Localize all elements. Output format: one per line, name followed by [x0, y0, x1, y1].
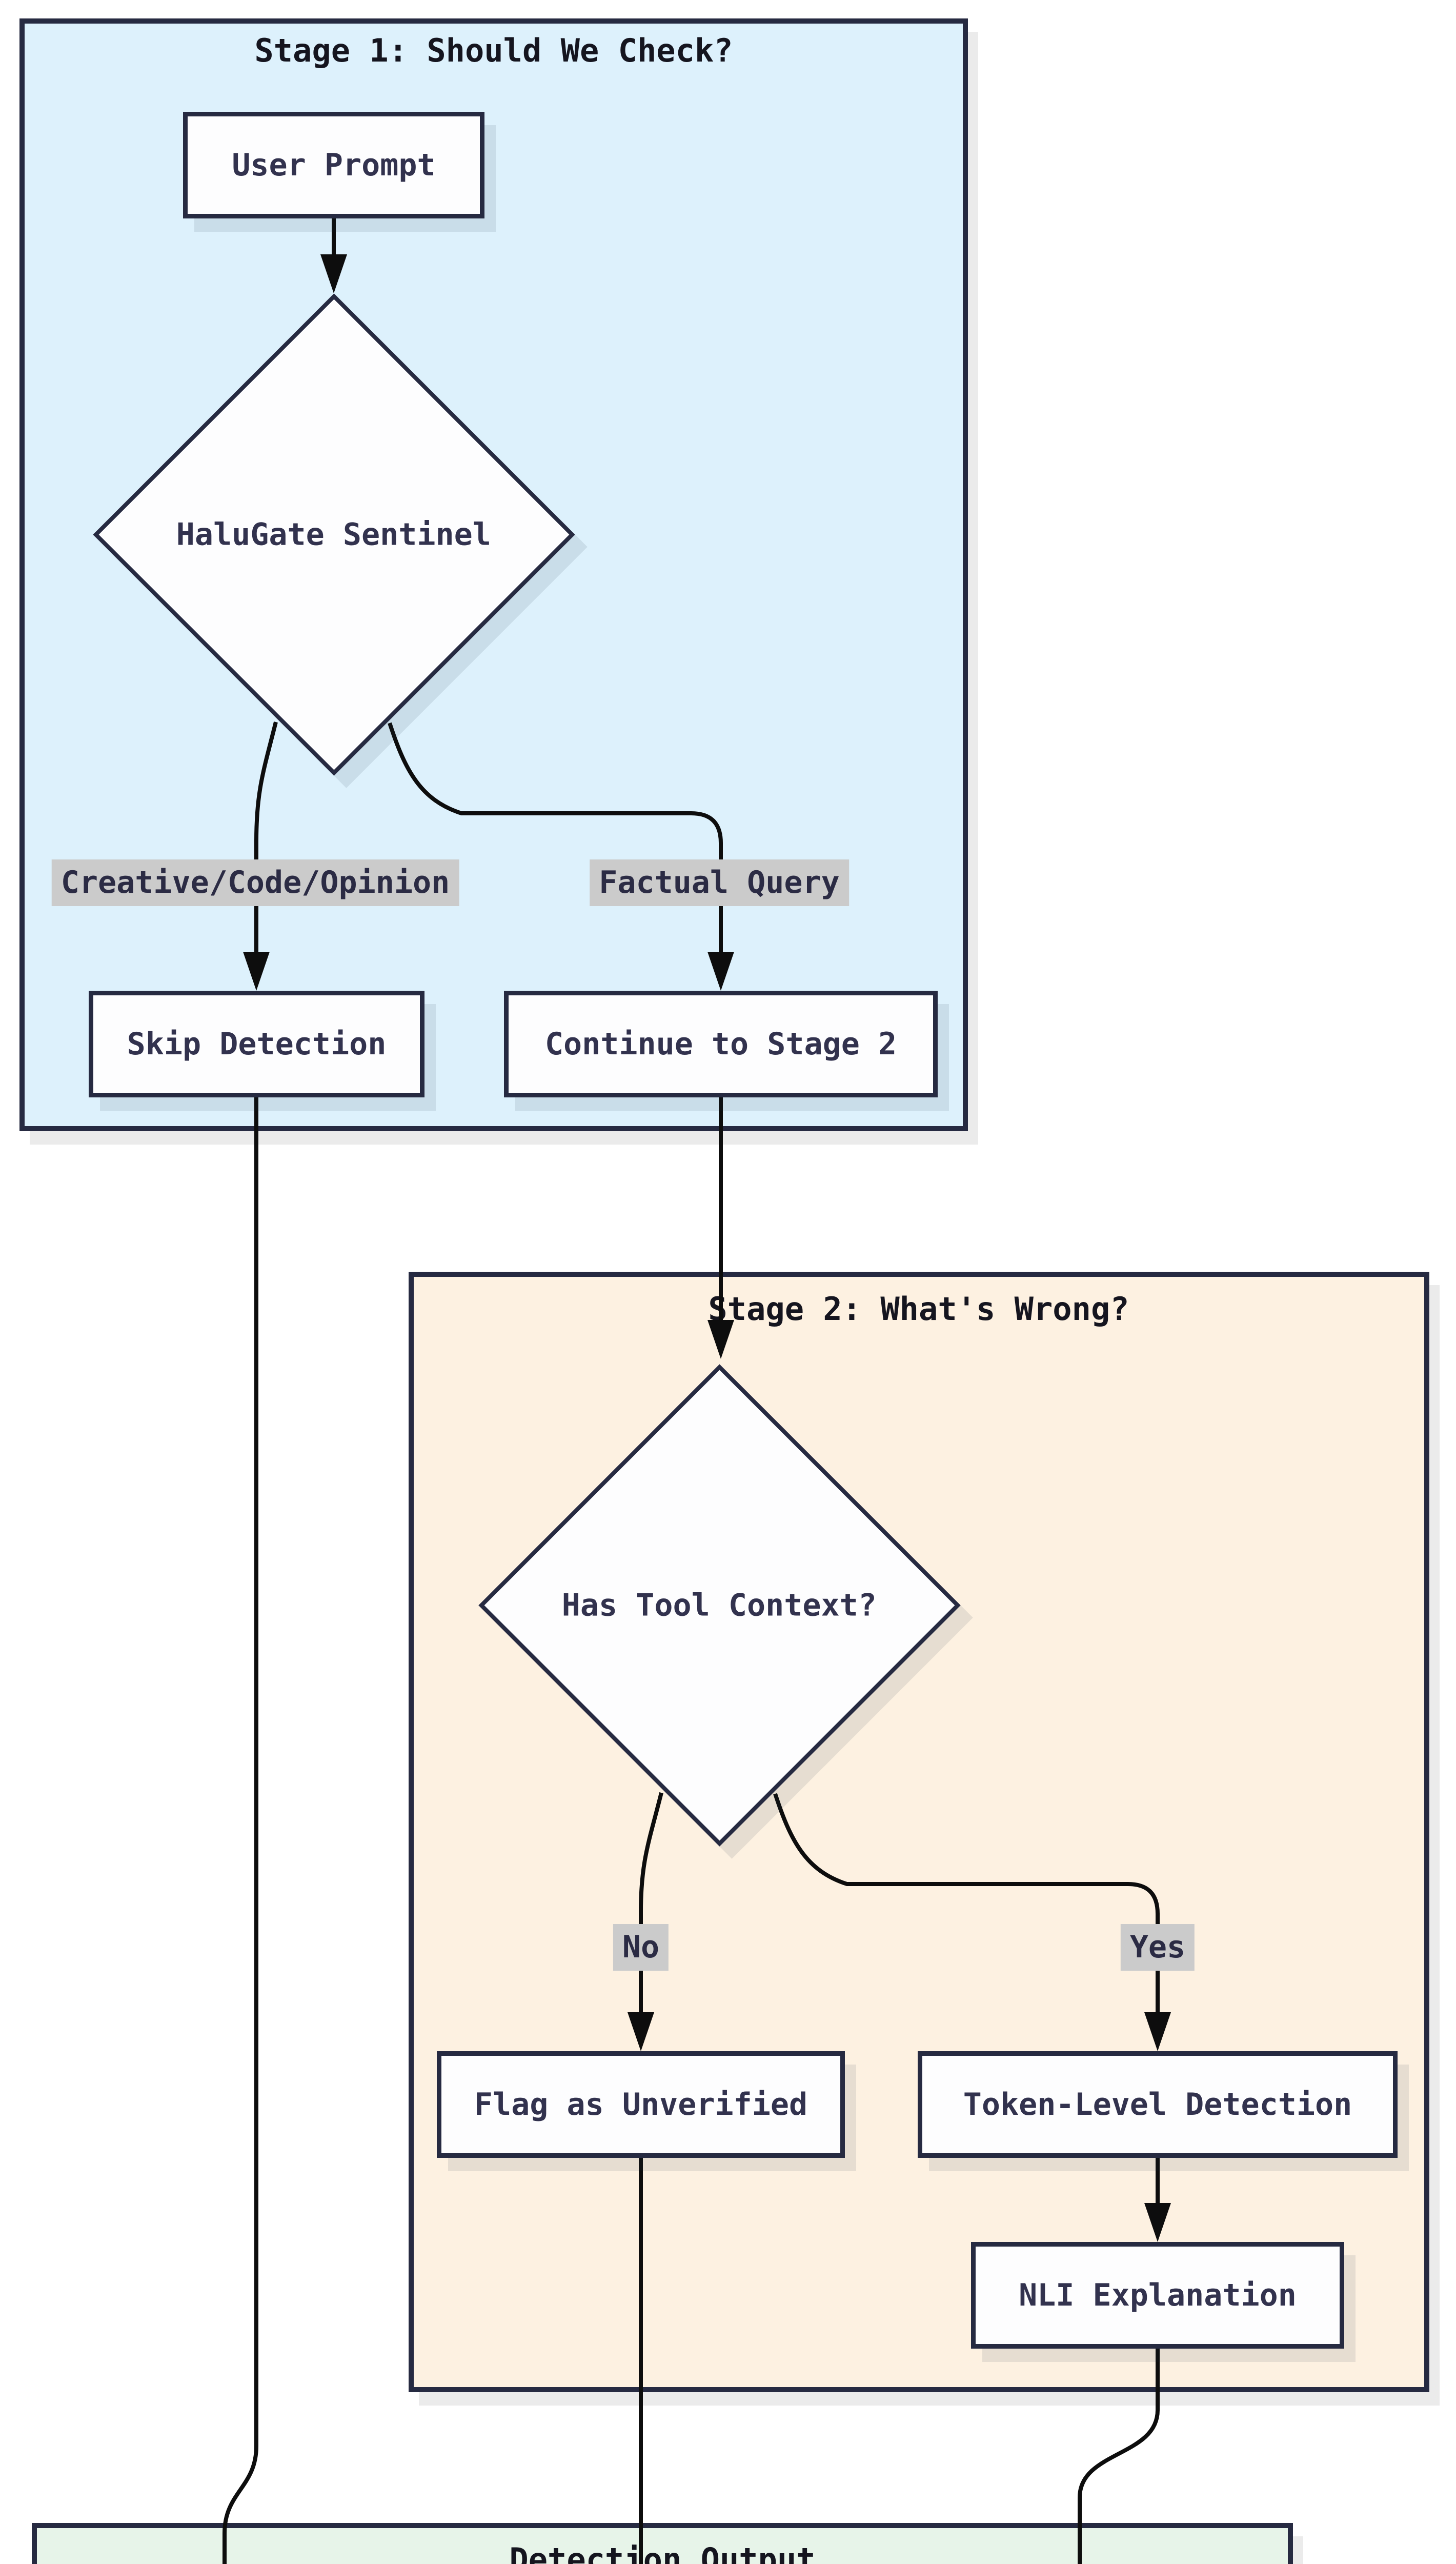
edge-label-creative: Creative/Code/Opinion [51, 859, 459, 906]
cluster-stage2-title: Stage 2: What's Wrong? [708, 1290, 1129, 1328]
edge-hastool-flag [628, 1792, 663, 2051]
edge-halugate-skip [243, 722, 278, 991]
edge-token-nli [1144, 2158, 1171, 2242]
edge-continue-hastool [707, 1097, 734, 1359]
node-continue-to-stage2-label: Continue to Stage 2 [544, 1026, 897, 1062]
edge-label-factual: Factual Query [590, 859, 849, 906]
edge-hastool-token [773, 1793, 1171, 2051]
edge-skip-passthrough [223, 1097, 258, 2564]
node-token-level-detection: Token-Level Detection [918, 2051, 1398, 2158]
cluster-detection-output [32, 2523, 1293, 2564]
cluster-stage2 [409, 1272, 1429, 2392]
decision-has-tool-context-label: Has Tool Context? [562, 1587, 877, 1624]
edge-label-yes: Yes [1120, 1924, 1195, 1971]
node-nli-explanation-label: NLI Explanation [1019, 2277, 1297, 2313]
node-token-level-detection-label: Token-Level Detection [963, 2087, 1352, 2122]
node-flag-as-unverified-label: Flag as Unverified [474, 2087, 808, 2122]
node-flag-as-unverified: Flag as Unverified [437, 2051, 845, 2158]
edge-label-no: No [613, 1924, 669, 1971]
edge-nli-detailed [1078, 2349, 1160, 2564]
cluster-output-title: Detection Output [509, 2541, 816, 2564]
node-nli-explanation: NLI Explanation [971, 2242, 1344, 2349]
node-continue-to-stage2: Continue to Stage 2 [504, 991, 938, 1097]
decision-halugate-sentinel-label: HaluGate Sentinel [176, 516, 492, 553]
node-user-prompt: User Prompt [183, 112, 484, 218]
node-skip-detection: Skip Detection [89, 991, 424, 1097]
edge-userprompt-halugate [320, 218, 347, 293]
edge-flag-warning [639, 2158, 643, 2564]
edge-halugate-continue [388, 722, 734, 991]
cluster-stage1-title: Stage 1: Should We Check? [254, 32, 733, 69]
node-skip-detection-label: Skip Detection [127, 1026, 387, 1062]
node-user-prompt-label: User Prompt [232, 147, 436, 183]
